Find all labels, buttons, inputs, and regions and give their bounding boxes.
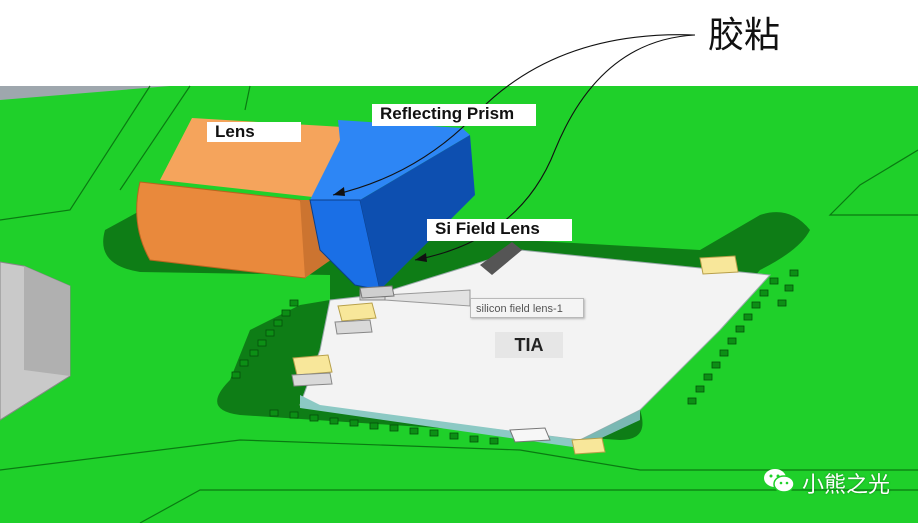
si-field-lens	[359, 285, 395, 299]
watermark: 小熊之光	[762, 466, 890, 500]
lens-label: Lens	[207, 122, 301, 142]
tia-label: TIA	[495, 332, 563, 358]
watermark-text: 小熊之光	[802, 473, 891, 498]
wechat-icon	[762, 466, 796, 501]
si-field-lens-label: Si Field Lens	[427, 219, 572, 241]
reflecting-prism	[309, 120, 475, 291]
part-tooltip: silicon field lens-1	[470, 298, 584, 318]
glue-annotation-label: 胶粘	[708, 15, 781, 56]
reflecting-prism-label: Reflecting Prism	[372, 104, 536, 126]
